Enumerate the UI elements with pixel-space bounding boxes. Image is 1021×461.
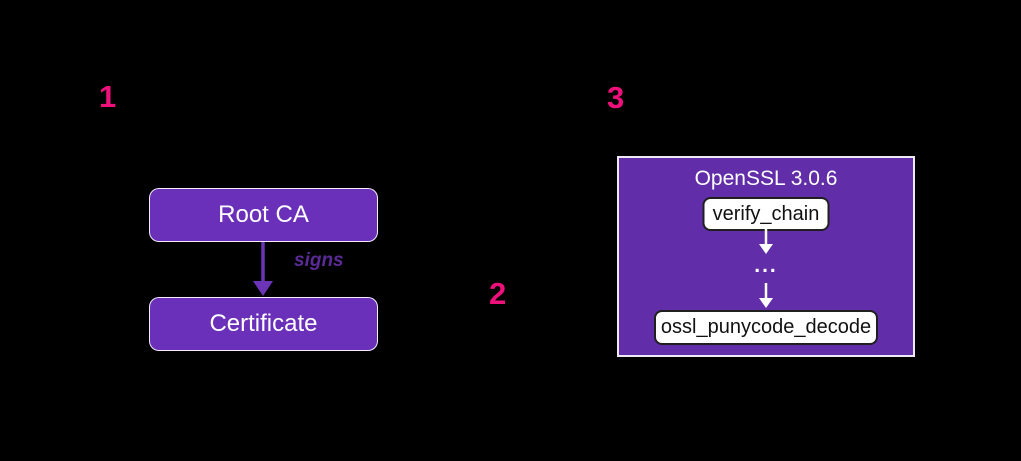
ossl-punycode-decode-node: ossl_punycode_decode: [654, 310, 878, 345]
certificate-node: Certificate: [149, 297, 378, 351]
openssl-version-title: OpenSSL 3.0.6: [694, 167, 838, 190]
down-arrow-icon: [759, 283, 773, 308]
step-number-1: 1: [99, 79, 117, 114]
verify-chain-node: verify_chain: [702, 197, 830, 231]
step-number-2: 2: [489, 276, 507, 311]
root-ca-node: Root CA: [149, 188, 378, 242]
step-number-3: 3: [607, 80, 625, 115]
signs-edge-label: signs: [294, 250, 344, 271]
down-arrow-icon: [759, 229, 773, 254]
signs-arrow-icon: [253, 242, 273, 296]
ellipsis-label: ...: [754, 254, 778, 277]
openssl-container: OpenSSL 3.0.6 verify_chain ... ossl_puny…: [617, 156, 915, 357]
